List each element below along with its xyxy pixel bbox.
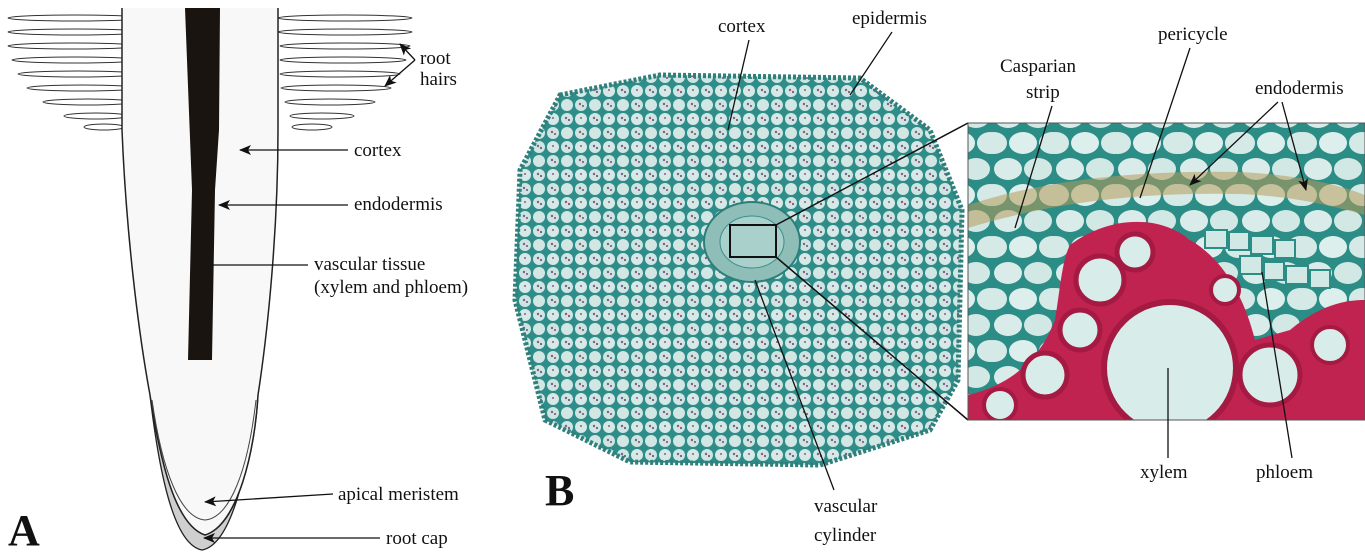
label-apical-meristem: apical meristem <box>338 484 459 505</box>
label-xylem-phloem: (xylem and phloem) <box>314 277 468 298</box>
label-root: root <box>420 48 451 69</box>
label-vascular: vascular <box>814 496 878 517</box>
label-endodermis-inset: endodermis <box>1255 78 1344 99</box>
label-cylinder: cylinder <box>814 525 877 546</box>
label-hairs: hairs <box>420 69 457 90</box>
label-endodermis-a: endodermis <box>354 194 443 215</box>
label-cortex-a: cortex <box>354 140 402 161</box>
label-vascular-tissue: vascular tissue <box>314 254 425 275</box>
label-cortex-b: cortex <box>718 16 766 37</box>
label-strip: strip <box>1026 82 1060 103</box>
label-casparian: Casparian <box>1000 56 1076 77</box>
label-epidermis: epidermis <box>852 8 927 29</box>
label-pericycle: pericycle <box>1158 24 1228 45</box>
label-xylem: xylem <box>1140 462 1188 483</box>
root-cross-section <box>505 70 975 470</box>
magnified-inset <box>968 123 1365 434</box>
root-hairs-right <box>278 15 412 130</box>
label-phloem: phloem <box>1256 462 1313 483</box>
panel-label-a: A <box>8 506 40 555</box>
panel-label-b: B <box>545 466 574 515</box>
label-root-cap: root cap <box>386 528 448 549</box>
